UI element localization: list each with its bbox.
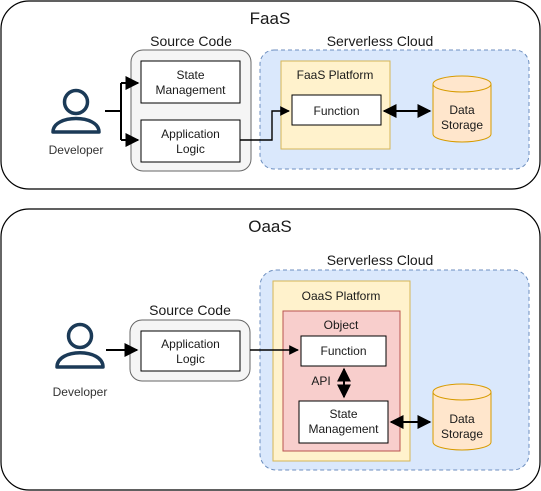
oaas-state-line2: Management [308, 422, 379, 436]
faas-platform: FaaS Platform Function [280, 60, 391, 150]
faas-cloud-title: Serverless Cloud [327, 33, 434, 49]
oaas-platform: OaaS Platform Object Function API State … [272, 280, 411, 462]
faas-storage-line1: Data [449, 103, 475, 117]
faas-function-label: Function [313, 104, 359, 118]
oaas-data-storage: Data Storage [432, 383, 492, 451]
faas-state-line1: State [176, 68, 204, 82]
oaas-title: OaaS [248, 217, 291, 236]
oaas-source-code-title: Source Code [149, 302, 231, 318]
oaas-storage-line2: Storage [441, 427, 483, 441]
oaas-state-line1: State [329, 407, 357, 421]
oaas-serverless-cloud: Serverless Cloud OaaS Platform Object Fu… [259, 252, 530, 471]
oaas-developer: Developer [53, 322, 108, 399]
faas-developer-arrows [105, 76, 140, 147]
cylinder-icon [432, 75, 492, 143]
oaas-panel: OaaS Developer Source Code Application L… [0, 208, 541, 491]
faas-state-line2: Management [155, 83, 226, 97]
api-label: API [311, 374, 330, 388]
oaas-cloud-title: Serverless Cloud [327, 252, 434, 268]
faas-panel: FaaS Developer Source Code State Managem… [0, 0, 541, 190]
cylinder-icon [432, 383, 492, 451]
faas-developer-label: Developer [49, 143, 104, 157]
faas-source-code-group: Source Code State Management Application… [130, 33, 252, 172]
oaas-function-box: Function [300, 335, 387, 367]
person-icon [55, 322, 105, 369]
faas-data-storage: Data Storage [432, 75, 492, 143]
oaas-state-management-box: State Management [298, 400, 389, 444]
faas-application-logic-box: Application Logic [140, 119, 241, 163]
faas-serverless-cloud: Serverless Cloud FaaS Platform Function … [259, 33, 530, 170]
faas-title: FaaS [250, 9, 291, 28]
oaas-function-label: Function [320, 344, 366, 358]
faas-app-line2: Logic [176, 142, 205, 156]
oaas-app-line2: Logic [176, 352, 205, 366]
faas-source-code-title: Source Code [150, 33, 232, 49]
oaas-source-code-group: Source Code Application Logic [129, 302, 251, 382]
oaas-developer-label: Developer [53, 385, 108, 399]
faas-platform-title: FaaS Platform [297, 68, 374, 82]
person-icon [51, 88, 101, 134]
oaas-platform-title: OaaS Platform [302, 289, 381, 303]
oaas-app-line1: Application [161, 337, 220, 351]
faas-function-box: Function [291, 94, 382, 126]
arrow-icon [240, 106, 290, 141]
faas-developer: Developer [49, 88, 104, 157]
faas-state-management-box: State Management [140, 60, 241, 104]
faas-app-line1: Application [161, 127, 220, 141]
oaas-storage-line1: Data [449, 412, 475, 426]
oaas-application-logic-box: Application Logic [140, 330, 241, 372]
object-title: Object [324, 318, 359, 332]
faas-storage-line2: Storage [441, 118, 483, 132]
object-container: Object Function API State Management [282, 310, 401, 452]
